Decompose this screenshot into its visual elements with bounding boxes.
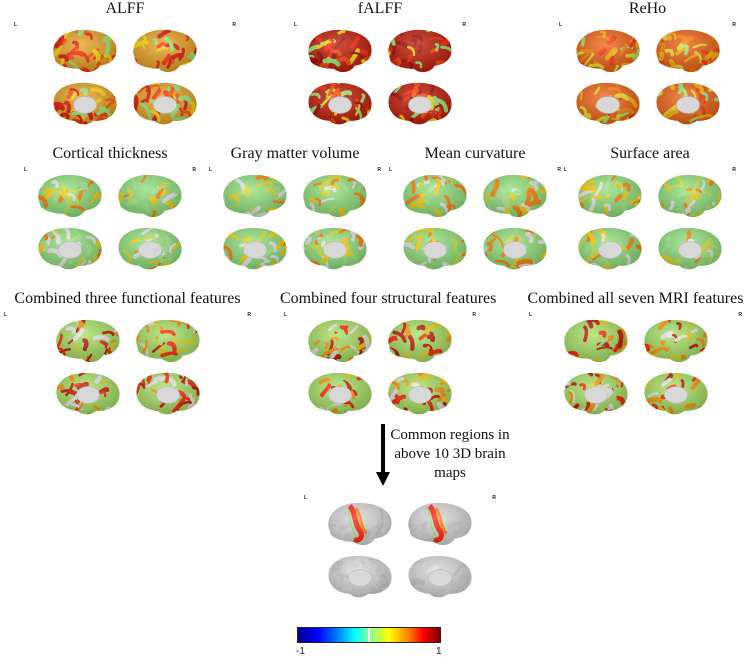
- brain-map-left-medial: [32, 224, 106, 278]
- brain-map-right-lateral: [638, 317, 712, 371]
- brain-map-left-lateral: [322, 500, 396, 554]
- brain-map-left-lateral: [32, 172, 106, 226]
- brain-map-left-medial: [570, 79, 644, 133]
- panel-title: Cortical thickness: [52, 145, 168, 162]
- right-hemisphere-label: R: [472, 312, 476, 318]
- brain-map-left-lateral: [570, 27, 644, 81]
- brain-map-right-medial: [382, 369, 456, 423]
- brain-map-right-lateral: [477, 172, 551, 226]
- brain-map-right-medial: [297, 224, 371, 278]
- brain-map-right-medial: [130, 369, 204, 423]
- brain-map-left-lateral: [217, 172, 291, 226]
- left-hemisphere-label: L: [389, 167, 393, 173]
- right-hemisphere-label: R: [492, 495, 496, 501]
- right-hemisphere-label: R: [192, 167, 196, 173]
- down-arrow-icon: [376, 472, 390, 486]
- panel-title: Combined four structural features: [280, 290, 497, 307]
- brain-map-right-medial: [382, 79, 456, 133]
- panel-title: Mean curvature: [424, 145, 526, 162]
- colorbar-max-label: 1: [436, 646, 442, 657]
- brain-map-right-lateral: [127, 27, 201, 81]
- brain-map-right-medial: [477, 224, 551, 278]
- right-hemisphere-label: R: [232, 22, 236, 28]
- right-hemisphere-label: R: [557, 167, 561, 173]
- arrow-annotation-line2: above 10 3D brain maps: [394, 446, 506, 481]
- left-hemisphere-label: L: [559, 22, 563, 28]
- brain-map-right-lateral: [112, 172, 186, 226]
- brain-map-left-medial: [47, 79, 121, 133]
- panel-title: Combined three functional features: [14, 290, 241, 307]
- right-hemisphere-label: R: [247, 312, 251, 318]
- brain-map-left-lateral: [397, 172, 471, 226]
- colorbar: [297, 627, 441, 643]
- brain-map-right-lateral: [382, 317, 456, 371]
- brain-map-left-lateral: [302, 27, 376, 81]
- brain-map-right-lateral: [652, 172, 726, 226]
- panel-title: Combined all seven MRI features: [527, 290, 744, 307]
- arrow-annotation-line1: Common regions in: [390, 427, 510, 443]
- brain-map-left-medial: [572, 224, 646, 278]
- brain-map-left-medial: [397, 224, 471, 278]
- right-hemisphere-label: R: [377, 167, 381, 173]
- brain-map-left-medial: [50, 369, 124, 423]
- brain-map-left-medial: [302, 369, 376, 423]
- panel-falff: fALFF L R: [290, 0, 470, 135]
- right-hemisphere-label: R: [732, 22, 736, 28]
- colorbar-zero-marker: [368, 628, 370, 642]
- right-hemisphere-label: R: [732, 167, 736, 173]
- brain-map-right-lateral: [650, 27, 724, 81]
- left-hemisphere-label: L: [24, 167, 28, 173]
- down-arrow-shaft: [381, 424, 385, 474]
- brain-map-left-medial: [217, 224, 291, 278]
- right-hemisphere-label: R: [738, 312, 742, 318]
- brain-map-left-lateral: [558, 317, 632, 371]
- brain-map-left-medial: [558, 369, 632, 423]
- brain-map-right-lateral: [382, 27, 456, 81]
- brain-map-right-lateral: [130, 317, 204, 371]
- panel-title: ReHo: [628, 0, 667, 17]
- left-hemisphere-label: L: [294, 22, 298, 28]
- brain-map-left-medial: [322, 552, 396, 606]
- left-hemisphere-label: L: [284, 312, 288, 318]
- right-hemisphere-label: R: [462, 22, 466, 28]
- brain-map-right-medial: [638, 369, 712, 423]
- left-hemisphere-label: L: [564, 167, 568, 173]
- brain-map-right-lateral: [402, 500, 476, 554]
- brain-map-right-medial: [652, 224, 726, 278]
- left-hemisphere-label: L: [304, 495, 308, 501]
- colorbar-min-label: -1: [296, 646, 305, 657]
- brain-map-right-medial: [402, 552, 476, 606]
- brain-map-left-lateral: [47, 27, 121, 81]
- brain-map-left-medial: [302, 79, 376, 133]
- brain-map-right-medial: [112, 224, 186, 278]
- panel-title: ALFF: [105, 0, 145, 17]
- panel-alff: ALFF L R: [10, 0, 240, 135]
- left-hemisphere-label: L: [529, 312, 533, 318]
- brain-map-right-medial: [650, 79, 724, 133]
- brain-map-right-lateral: [297, 172, 371, 226]
- brain-map-right-medial: [127, 79, 201, 133]
- brain-map-left-lateral: [572, 172, 646, 226]
- left-hemisphere-label: L: [4, 312, 8, 318]
- panel-title: fALFF: [357, 0, 403, 17]
- left-hemisphere-label: L: [209, 167, 213, 173]
- left-hemisphere-label: L: [14, 22, 18, 28]
- panel-title: Gray matter volume: [230, 145, 360, 162]
- arrow-annotation: Common regions in above 10 3D brain maps: [390, 426, 510, 483]
- brain-map-left-lateral: [302, 317, 376, 371]
- panel-title: Surface area: [610, 145, 690, 162]
- brain-map-left-lateral: [50, 317, 124, 371]
